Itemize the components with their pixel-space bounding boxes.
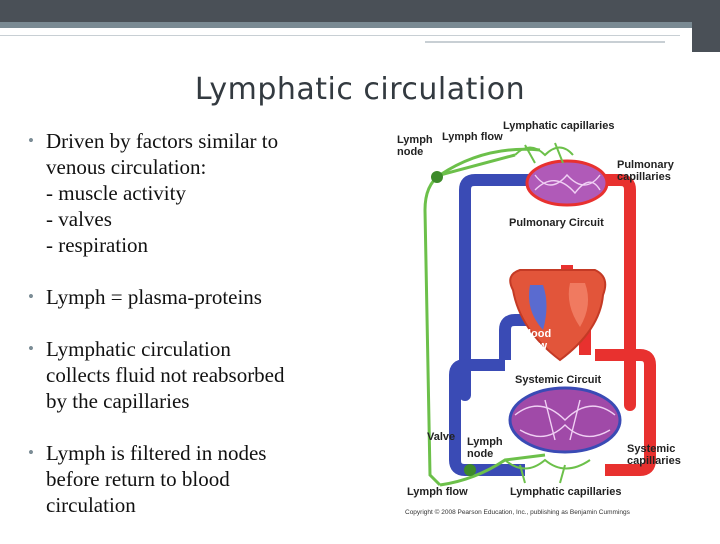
label-systemic-circuit: Systemic Circuit — [515, 374, 602, 386]
lymph-vessel-bottom — [439, 453, 546, 487]
bullet-line: before return to blood — [46, 467, 230, 491]
lymph-capillaries-bottom — [504, 458, 591, 484]
bullet-marker: • — [28, 131, 34, 150]
bullet-line: Lymphatic circulation — [46, 337, 231, 361]
bullet-line: collects fluid not reabsorbed — [46, 363, 285, 387]
bullet-marker: • — [28, 287, 34, 306]
header-corner-block — [692, 0, 720, 52]
header-divider-short — [425, 41, 665, 43]
label-lymph-flow-bottom: Lymph flow — [407, 486, 468, 498]
bullet-marker: • — [28, 443, 34, 462]
lymph-capillaries-top — [514, 142, 574, 164]
pulmonary-artery-vessel — [594, 174, 636, 411]
slide-title: Lymphatic circulation — [194, 72, 526, 107]
bullet-line: venous circulation: — [46, 155, 207, 179]
systemic-artery-vessel — [595, 349, 656, 476]
label-pulmonary-circuit: Pulmonary Circuit — [509, 217, 604, 229]
label-lymph-flow-top: Lymph flow — [442, 131, 503, 143]
lymph-node-bottom — [464, 464, 476, 476]
bullet-line: Lymph is filtered in nodes — [46, 441, 267, 465]
bullet-item: • Lymph = plasma-proteins — [28, 284, 388, 310]
bullet-line: - valves — [46, 207, 112, 231]
label-lymphatic-capillaries-top: Lymphatic capillaries — [503, 120, 614, 132]
bullet-line: by the capillaries — [46, 389, 190, 413]
pulmonary-vein-vessel — [459, 174, 541, 401]
heart-left-chamber — [528, 285, 547, 330]
bullet-line: - respiration — [46, 233, 149, 257]
label-copyright: Copyright © 2008 Pearson Education, Inc.… — [405, 508, 631, 516]
pulmonary-capillary-mesh — [534, 173, 601, 195]
bullet-line: - muscle activity — [46, 181, 186, 205]
header-bar — [0, 0, 720, 22]
header-divider — [0, 35, 680, 36]
bullet-line: Driven by factors similar to — [46, 129, 279, 153]
bullet-line: circulation — [46, 493, 136, 517]
bullet-line: Lymph = plasma-proteins — [46, 285, 262, 309]
header-accent-bar — [0, 22, 720, 28]
bullet-marker: • — [28, 339, 34, 358]
heart-right-chamber — [568, 283, 589, 327]
systemic-capillary-mesh — [514, 399, 616, 441]
label-lymphatic-capillaries-bottom: Lymphatic capillaries — [510, 486, 621, 498]
systemic-vein-vessel — [449, 359, 525, 476]
lymph-node-top — [431, 171, 443, 183]
pulmonary-capillary-bed — [525, 159, 609, 207]
label-valve: Valve — [427, 431, 455, 443]
